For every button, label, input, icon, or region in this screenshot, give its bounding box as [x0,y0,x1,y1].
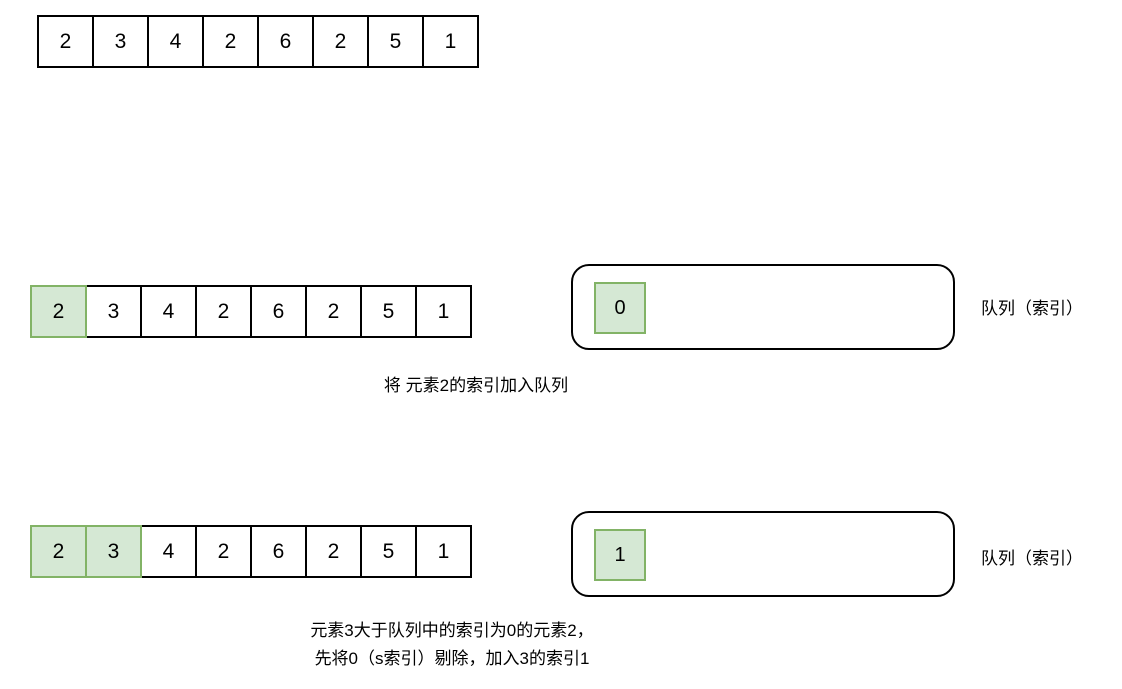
queue-item: 1 [594,529,646,581]
array-cell: 2 [312,15,369,68]
array-cell: 1 [415,285,472,338]
queue-label-step-3: 队列（索引） [981,549,1083,568]
array-step-3: 2 3 4 2 6 2 5 1 [30,525,472,578]
array-cell: 6 [250,525,307,578]
queue-step-2: 0 [571,264,955,350]
array-cell-highlighted: 2 [30,525,87,578]
array-cell: 6 [250,285,307,338]
array-cell: 6 [257,15,314,68]
array-cell: 4 [140,525,197,578]
array-cell: 4 [147,15,204,68]
caption-step-3-line-1: 元素3大于队列中的索引为0的元素2， [310,621,594,640]
array-cell: 3 [92,15,149,68]
array-cell: 2 [37,15,94,68]
array-cell: 2 [305,285,362,338]
array-cell-highlighted: 3 [85,525,142,578]
queue-label-step-2: 队列（索引） [981,299,1083,318]
array-step-2: 2 3 4 2 6 2 5 1 [30,285,472,338]
queue-item: 0 [594,282,646,334]
caption-step-2: 将 元素2的索引加入队列 [383,376,569,395]
queue-step-3: 1 [571,511,955,597]
array-cell: 3 [85,285,142,338]
array-cell: 4 [140,285,197,338]
array-cell: 2 [202,15,259,68]
array-cell: 1 [422,15,479,68]
caption-step-3-line-2: 先将0（s索引）剔除，加入3的索引1 [314,649,590,668]
array-cell: 5 [367,15,424,68]
array-cell: 5 [360,525,417,578]
array-cell: 2 [195,525,252,578]
array-cell: 1 [415,525,472,578]
array-cell: 5 [360,285,417,338]
array-cell: 2 [305,525,362,578]
array-cell-highlighted: 2 [30,285,87,338]
array-cell: 2 [195,285,252,338]
array-step-1: 2 3 4 2 6 2 5 1 [37,15,479,68]
